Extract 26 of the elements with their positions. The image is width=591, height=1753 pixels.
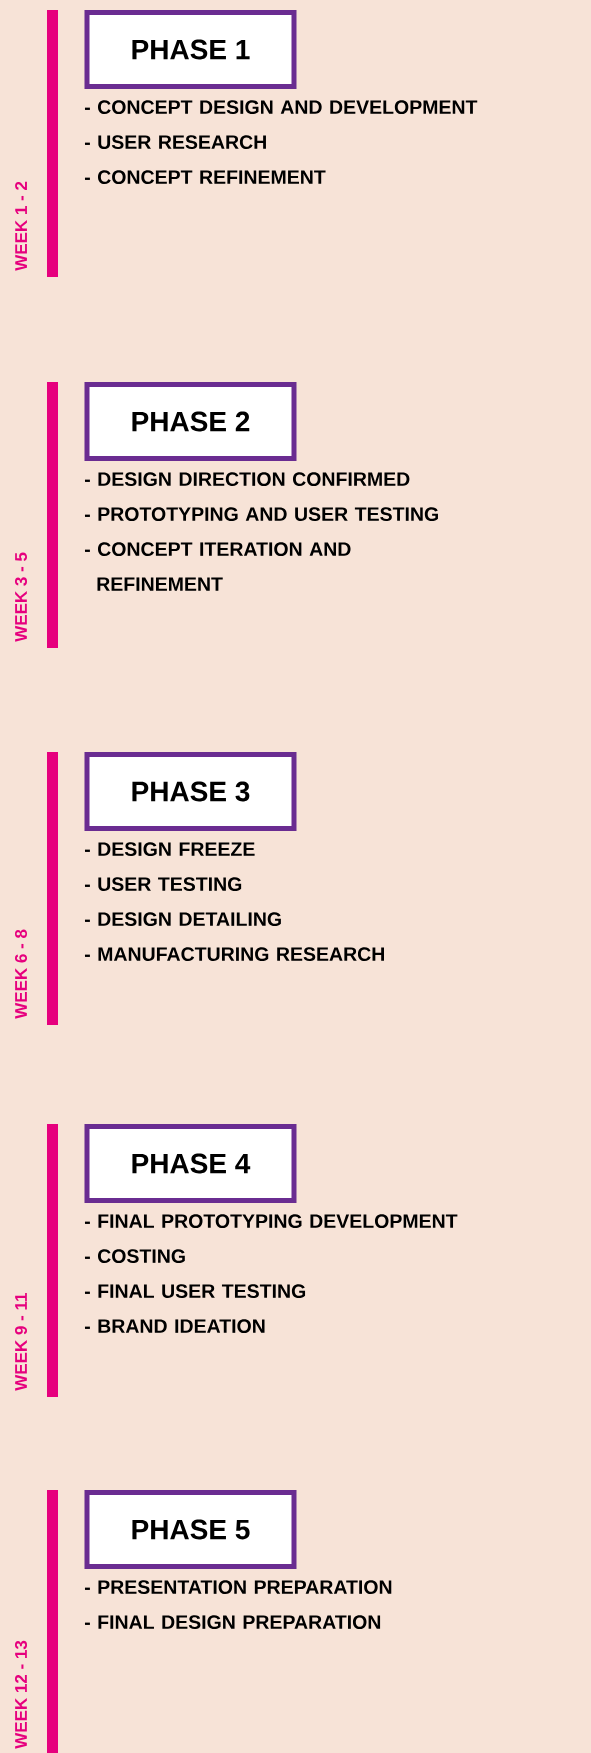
bullet-item: - PRESENTATION PREPARATION <box>84 1580 392 1594</box>
bullet-item: - CONCEPT ITERATION AND REFINEMENT <box>84 542 351 591</box>
week-label: WEEK 1 - 2 <box>15 181 27 271</box>
bullet-item: - CONCEPT DESIGN AND DEVELOPMENT <box>84 100 478 114</box>
phase-box: PHASE 1 <box>84 10 297 89</box>
bullet-item: - DESIGN FREEZE <box>84 842 255 856</box>
bullet-item: - FINAL USER TESTING <box>84 1284 306 1298</box>
bullet-item: - MANUFACTURING RESEARCH <box>84 947 384 961</box>
week-label: WEEK 12 - 13 <box>14 1640 28 1749</box>
bullet-item: - USER RESEARCH <box>84 135 266 149</box>
week-label: WEEK 6 - 8 <box>15 929 27 1019</box>
phase-box: PHASE 3 <box>84 752 297 831</box>
bullet-item: - FINAL PROTOTYPING DEVELOPMENT <box>84 1214 458 1228</box>
week-label: WEEK 3 - 5 <box>14 552 28 642</box>
bullet-item: - USER TESTING <box>84 877 242 891</box>
bullet-item: - PROTOTYPING AND USER TESTING <box>84 507 438 521</box>
week-label: WEEK 9 - 11 <box>15 1293 27 1391</box>
bullet-item: - BRAND IDEATION <box>84 1319 265 1333</box>
bullet-item: - DESIGN DIRECTION CONFIRMED <box>84 472 410 486</box>
bullet-item: - FINAL DESIGN PREPARATION <box>84 1615 381 1629</box>
bullet-item: - COSTING <box>84 1249 185 1263</box>
bullet-item: - CONCEPT REFINEMENT <box>84 170 326 184</box>
phase-box: PHASE 2 <box>84 382 297 461</box>
phase-box: PHASE 4 <box>84 1124 297 1203</box>
bullet-item: - DESIGN DETAILING <box>84 912 281 926</box>
phase-box: PHASE 5 <box>84 1490 297 1569</box>
